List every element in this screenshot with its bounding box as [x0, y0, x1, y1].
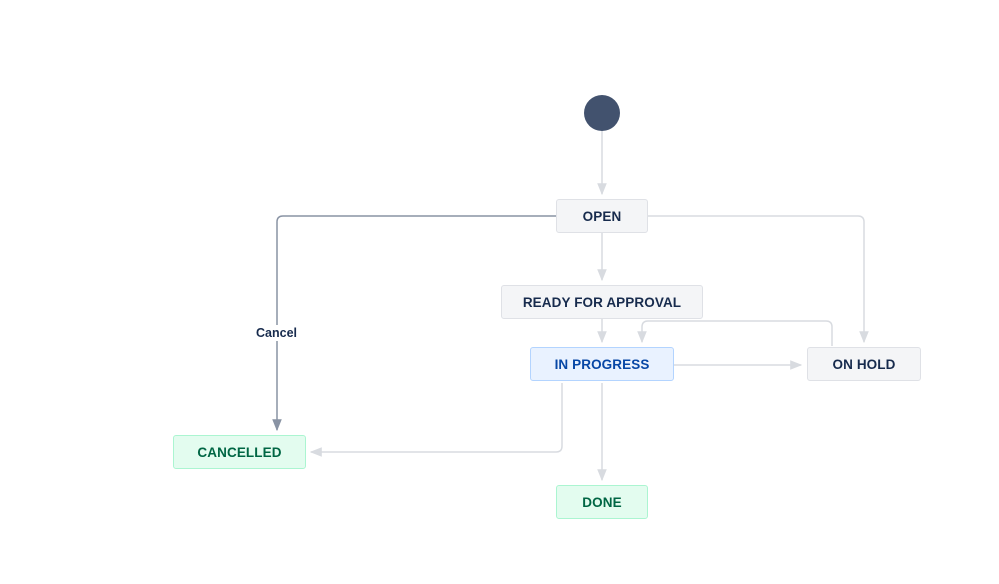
status-cancelled-label: CANCELLED [197, 444, 282, 460]
edge-open-to-on-hold[interactable] [648, 215, 869, 344]
edge-on-hold-to-in-progress[interactable] [637, 320, 833, 346]
status-open-label: OPEN [582, 208, 622, 224]
status-on-hold[interactable]: ON HOLD [807, 347, 921, 381]
edge-open-to-cancelled[interactable] [272, 215, 556, 432]
status-in-progress-label: IN PROGRESS [554, 356, 650, 372]
status-cancelled[interactable]: CANCELLED [173, 435, 306, 469]
status-ready-for-approval-label: READY FOR APPROVAL [522, 294, 682, 310]
status-in-progress[interactable]: IN PROGRESS [530, 347, 674, 381]
transition-label-cancel[interactable]: Cancel [254, 325, 299, 341]
start-node [584, 95, 620, 131]
status-open[interactable]: OPEN [556, 199, 648, 233]
status-ready-for-approval[interactable]: READY FOR APPROVAL [501, 285, 703, 319]
status-done[interactable]: DONE [556, 485, 648, 519]
status-on-hold-label: ON HOLD [832, 356, 896, 372]
edge-in-progress-to-cancelled[interactable] [309, 383, 563, 457]
status-done-label: DONE [582, 494, 622, 510]
